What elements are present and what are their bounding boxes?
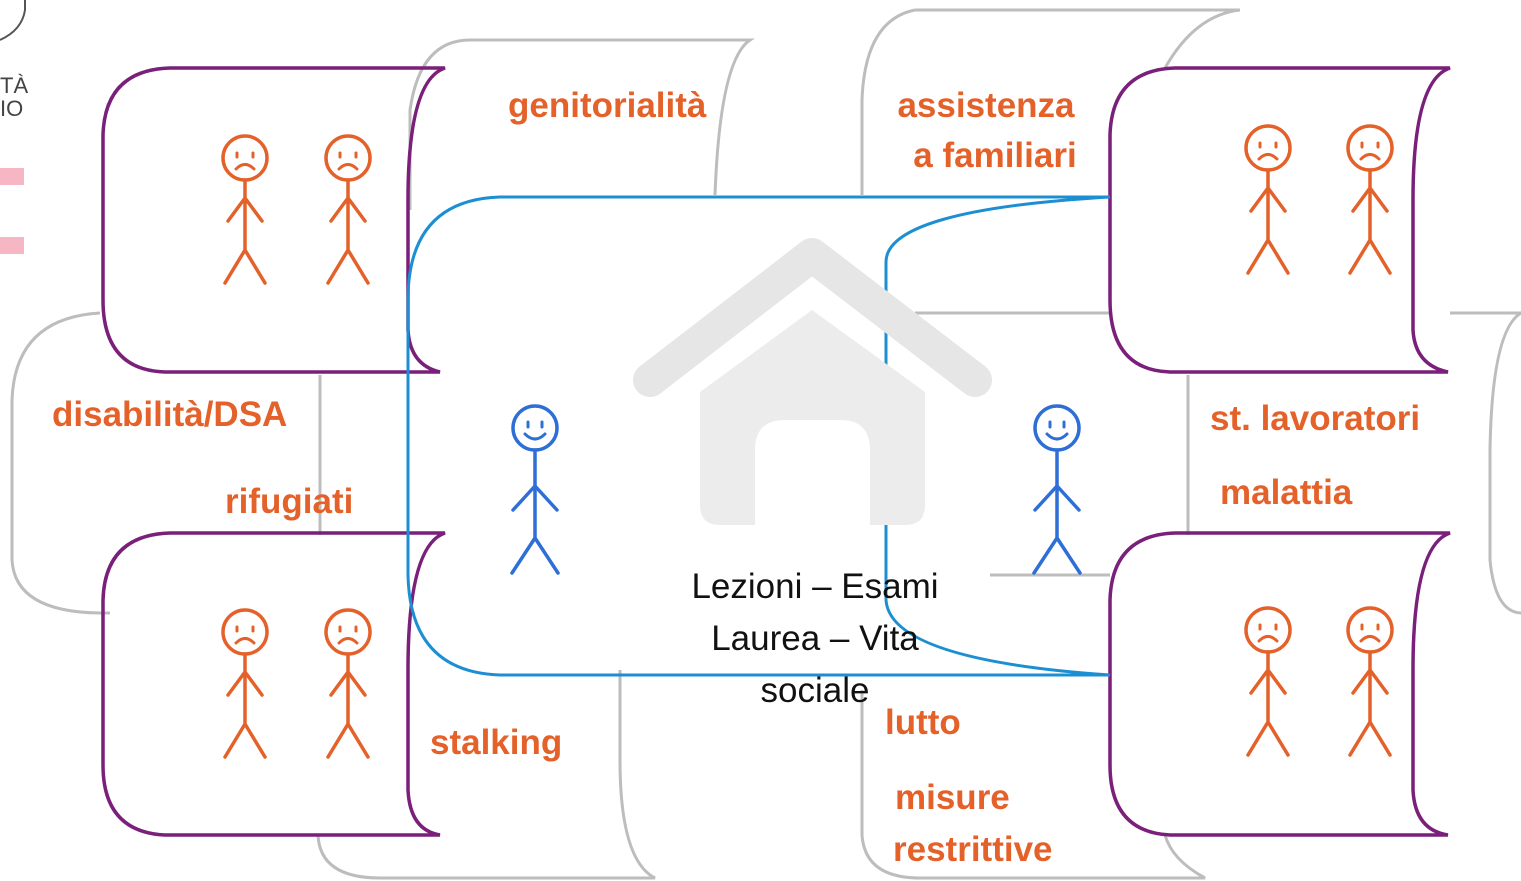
logo-bar-top <box>0 168 24 185</box>
center-text-line1: Lezioni – Esami <box>691 567 939 606</box>
happy-figures <box>510 404 1082 575</box>
logo-text-line1: TÀ <box>0 73 29 98</box>
label-rifugiati: rifugiati <box>225 482 354 521</box>
gray-frame-right-mid <box>915 311 1521 615</box>
logo-seal-icon <box>0 0 26 41</box>
sad-stick-figure-icon <box>1346 606 1394 757</box>
sad-stick-figure-icon <box>1346 124 1394 275</box>
label-stalking: stalking <box>430 723 563 762</box>
sad-figures <box>221 124 1394 759</box>
label-lutto: lutto <box>885 703 961 742</box>
label-assistenza: assistenza <box>897 86 1075 125</box>
label-misure: misure <box>895 778 1010 817</box>
gray-frame-bottom-right <box>860 690 1206 880</box>
purple-box-bottom-right <box>1108 531 1451 837</box>
logo-text-line2: IO <box>0 96 24 121</box>
gray-frames <box>10 8 1521 880</box>
purple-box-top-left <box>101 66 446 374</box>
gray-frame-left-mid <box>10 311 322 615</box>
logo-bar-bottom <box>0 237 24 254</box>
sad-stick-figure-icon <box>221 134 269 285</box>
purple-box-bottom-left <box>101 531 446 837</box>
purple-boxes <box>101 66 1451 837</box>
sad-stick-figure-icon <box>221 608 269 759</box>
happy-stick-figure-icon <box>510 404 560 575</box>
sad-stick-figure-icon <box>324 608 372 759</box>
center-text-line3: sociale <box>760 671 870 710</box>
label-st-lavoratori: st. lavoratori <box>1210 399 1421 438</box>
center-box-outline <box>406 195 1110 677</box>
sad-stick-figure-icon <box>324 134 372 285</box>
gray-frame-top-right <box>860 8 1241 195</box>
sad-stick-figure-icon <box>1244 124 1292 275</box>
label-malattia: malattia <box>1220 473 1353 512</box>
purple-box-top-right <box>1108 66 1451 374</box>
sad-stick-figure-icon <box>1244 606 1292 757</box>
happy-stick-figure-icon <box>1032 404 1082 575</box>
label-genitorialita: genitorialità <box>508 86 707 125</box>
center-text-line2: Laurea – Vita <box>711 619 919 658</box>
gray-frame-top-left <box>408 38 755 210</box>
label-a-familiari: a familiari <box>913 136 1077 175</box>
label-restrittive: restrittive <box>893 830 1053 869</box>
gray-frame-bottom-left <box>316 670 656 880</box>
label-disabilita: disabilità/DSA <box>52 395 288 434</box>
house-icon <box>633 238 992 525</box>
